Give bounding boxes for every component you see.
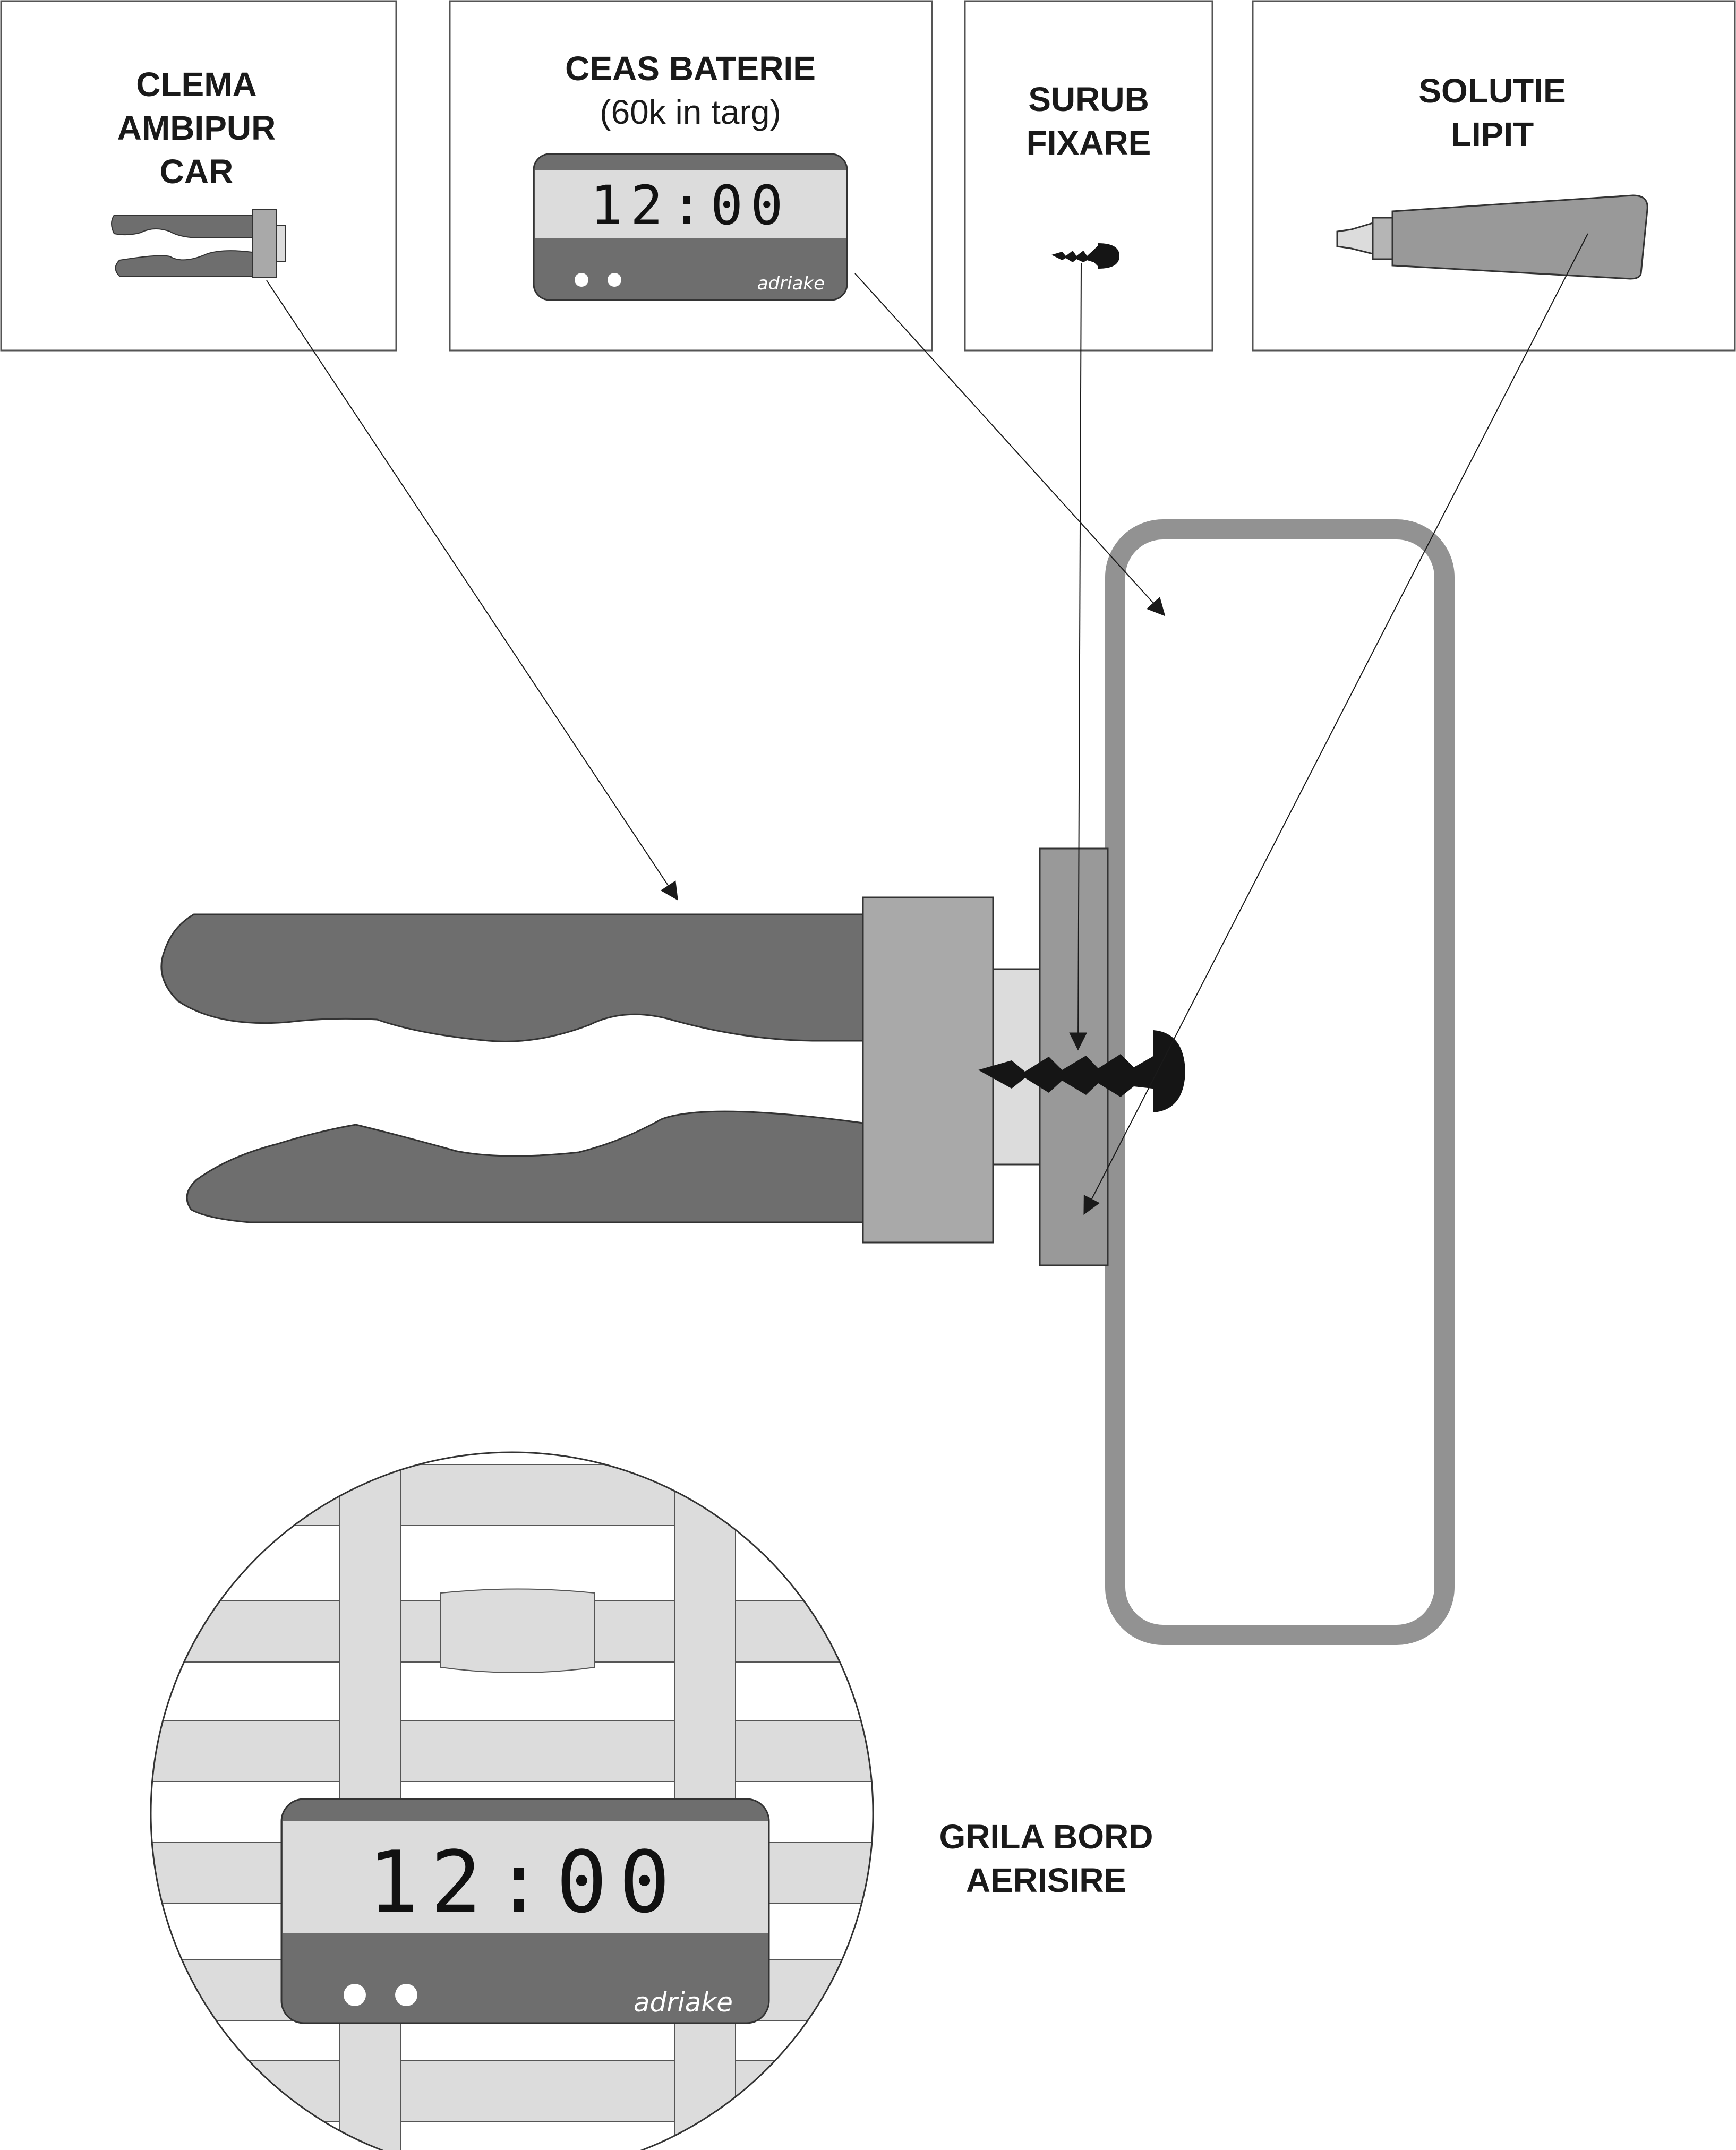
clock-small-button-left	[575, 273, 588, 287]
clip-upper-arm	[160, 913, 864, 1042]
vent-detail-outline	[150, 1451, 874, 2150]
clip-lower-arm	[186, 1110, 864, 1223]
clip-body	[862, 896, 994, 1244]
clock-small: 12:00 adriake	[533, 153, 848, 301]
clock-large-time: 12:00	[367, 1832, 682, 1932]
clock-large-button-left	[344, 1984, 366, 2006]
glue-tube-icon	[1336, 194, 1648, 280]
label-glue: SOLUTIE LIPIT	[1418, 72, 1566, 153]
clock-large-brand: adriake	[634, 1987, 733, 2018]
screw-icon	[1051, 243, 1119, 269]
vent-detail	[151, 1452, 873, 2150]
clip-icon	[111, 209, 286, 278]
label-vent: GRILA BORD AERISIRE	[939, 1818, 1153, 1899]
panel-screw	[964, 0, 1213, 352]
mount-plate	[1039, 847, 1109, 1266]
clock-small-button-right	[608, 273, 621, 287]
clock-large-button-right	[395, 1984, 417, 2006]
arrow-glue	[1083, 233, 1588, 1215]
clock-large: 12:00 adriake	[280, 1798, 770, 2024]
label-clock: CEAS BATERIE (60k in targ)	[565, 49, 816, 131]
label-screw: SURUB FIXARE	[1026, 80, 1151, 162]
label-clip: CLEMA AMBIPUR CAR	[117, 65, 276, 191]
clock-small-brand: adriake	[757, 273, 825, 294]
arrow-clip	[266, 280, 678, 901]
clock-small-time: 12:00	[590, 174, 790, 237]
arrow-screw	[1069, 263, 1088, 1051]
panel-glue	[1252, 0, 1736, 352]
screw-large	[978, 1030, 1185, 1112]
panel-clip	[0, 0, 397, 352]
arrow-clock	[854, 273, 1166, 616]
